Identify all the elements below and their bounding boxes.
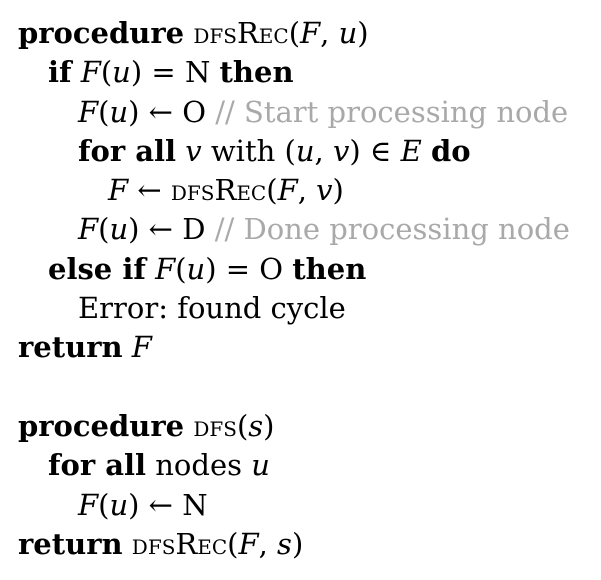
line-return-dfsrec: return dfsRec(F, s) — [18, 526, 304, 561]
keyword-procedure: procedure — [18, 16, 185, 50]
keyword-return: return — [18, 330, 123, 365]
procedure-name-dfsrec: dfsRec — [193, 16, 289, 50]
line-return-f: return F — [18, 330, 152, 365]
error-message: Error: found cycle — [78, 291, 346, 326]
var-e: E — [400, 133, 422, 168]
line-error-cycle: Error: found cycle — [18, 289, 570, 328]
var-u: u — [338, 16, 358, 50]
line-recursive-call: F ← dfsRec(F, v) — [108, 173, 344, 208]
line-mark-open: F(u) ← O // Start processing node — [78, 94, 569, 129]
line-if-unvisited: if F(u) = N then — [48, 55, 294, 90]
keyword-for-all: for all — [78, 133, 177, 168]
state-o: O — [182, 94, 206, 129]
keyword-else-if: else if — [48, 251, 146, 286]
state-n: N — [184, 55, 211, 90]
line-for-all-edges: for all v with (u, v) ∈ E do — [78, 133, 471, 168]
keyword-do: do — [430, 133, 471, 168]
var-f: F — [300, 16, 321, 50]
line-else-if-open: else if F(u) = O then — [48, 251, 367, 286]
keyword-if: if — [48, 55, 72, 90]
state-d: D — [182, 212, 206, 247]
var-s: s — [248, 408, 264, 443]
line-for-all-nodes: for all nodes u — [48, 448, 270, 483]
pseudocode-block: procedure dfsRec(F, u) if F(u) = N then … — [18, 14, 570, 564]
blank-line — [18, 368, 570, 407]
keyword-then: then — [219, 55, 294, 90]
line-mark-done: F(u) ← D // Done processing node — [78, 212, 570, 247]
line-procedure-dfsrec: procedure dfsRec(F, u) — [18, 16, 369, 50]
line-init-unvisited: F(u) ← N — [78, 487, 208, 522]
line-procedure-dfs: procedure dfs(s) — [18, 408, 275, 443]
comment-done: // Done processing node — [205, 212, 570, 247]
procedure-name-dfs: dfs — [193, 408, 237, 443]
comment-start: // Start processing node — [206, 94, 569, 129]
